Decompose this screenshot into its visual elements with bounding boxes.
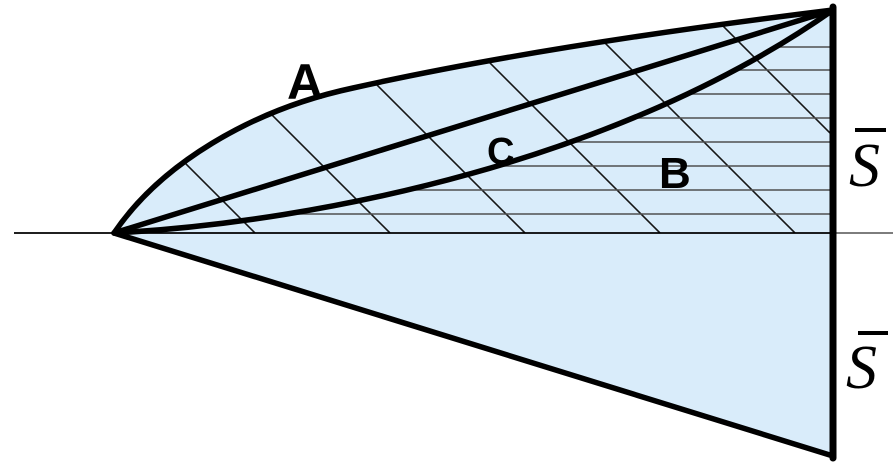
label-curve-c: C xyxy=(487,131,514,173)
s-bar-lower-label: S xyxy=(846,331,888,402)
s-upper-text: S xyxy=(849,132,880,200)
s-lower-text: S xyxy=(846,334,877,402)
curve-a xyxy=(111,7,836,236)
bottom-edge xyxy=(111,230,836,459)
chord-line xyxy=(111,7,836,236)
label-region-b: B xyxy=(659,149,691,198)
s-bar-upper-label: S xyxy=(849,128,886,200)
curve-c xyxy=(111,7,836,236)
label-curve-a: A xyxy=(287,54,323,110)
